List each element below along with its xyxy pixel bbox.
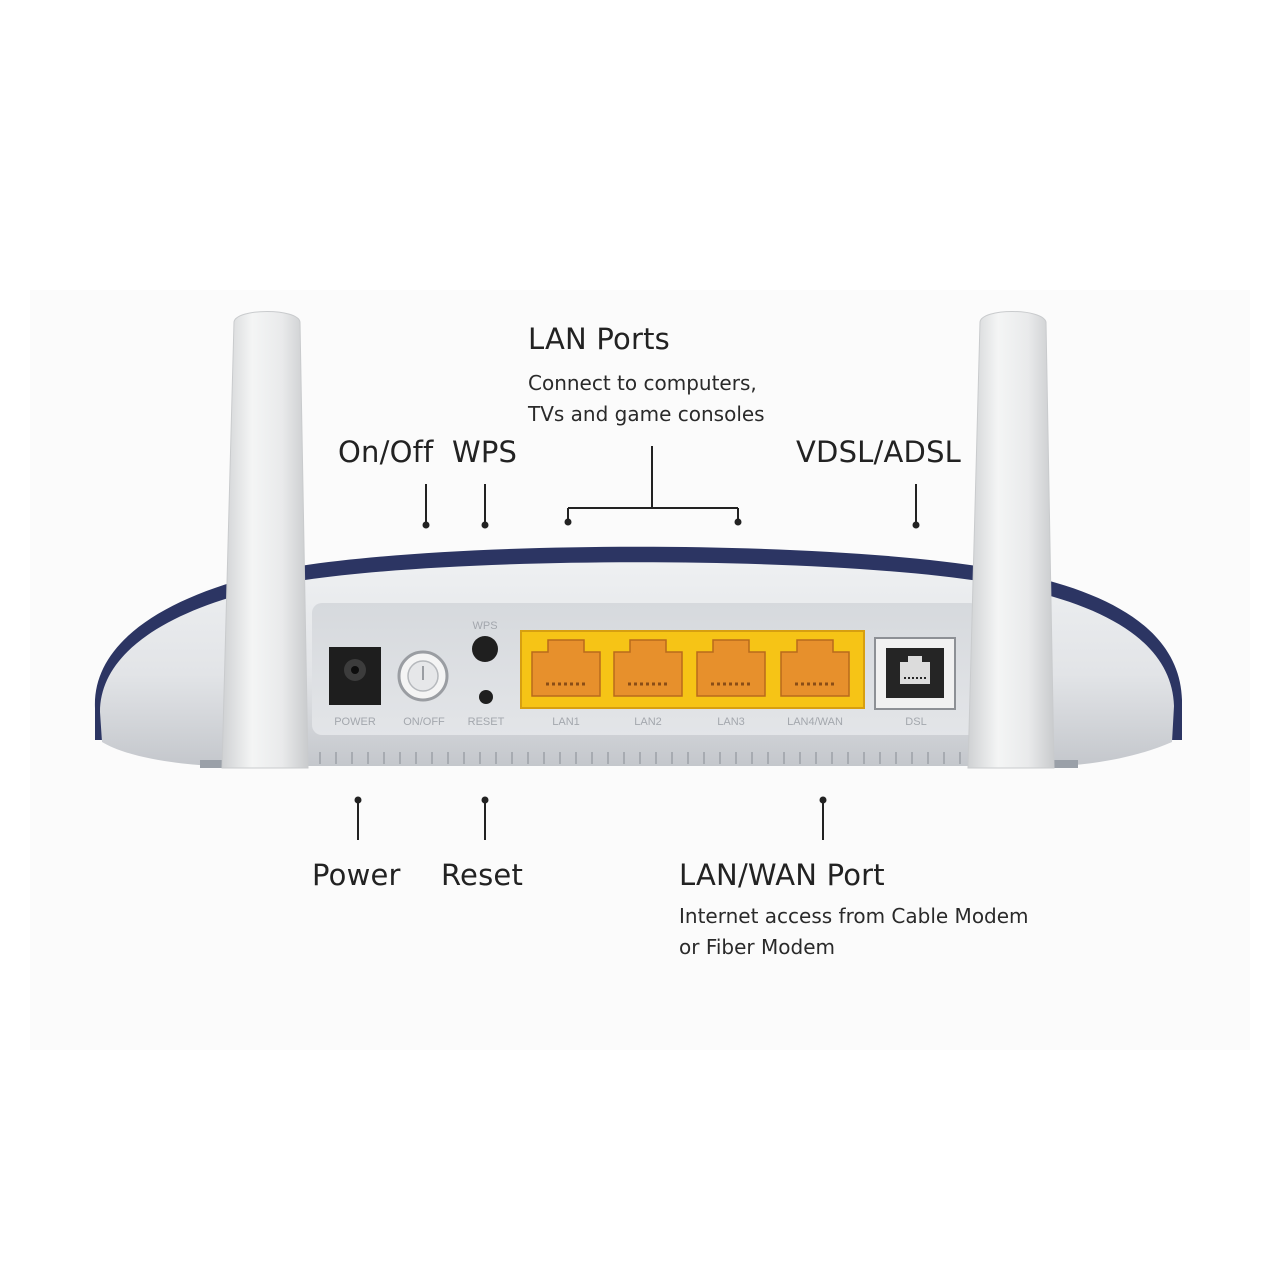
- wps-button: [472, 636, 498, 662]
- vent-ridges: [319, 752, 961, 764]
- wps-label: WPS: [452, 435, 518, 469]
- antenna-right: [967, 311, 1055, 769]
- on-off-button: [397, 650, 449, 702]
- vdsl-adsl-label: VDSL/ADSL: [796, 435, 962, 469]
- lan-wan-port-description: Internet access from Cable Modem or Fibe…: [679, 901, 1029, 963]
- on-off-label: On/Off: [338, 435, 434, 469]
- print-lan3: LAN3: [717, 716, 745, 728]
- lan-port-2: [613, 639, 683, 697]
- reset-hole: [479, 690, 493, 704]
- print-reset: RESET: [468, 716, 505, 728]
- lan-ports-desc-line-1: Connect to computers,: [528, 371, 757, 395]
- power-label: Power: [312, 858, 401, 892]
- lan-wan-port-title: LAN/WAN Port: [679, 858, 885, 892]
- antenna-left: [221, 311, 309, 769]
- print-lan1: LAN1: [552, 716, 580, 728]
- lan-port-3: [696, 639, 766, 697]
- print-lan4-wan: LAN4/WAN: [787, 716, 843, 728]
- lan-port-1: [531, 639, 601, 697]
- print-dsl: DSL: [905, 716, 926, 728]
- lan-ports-title: LAN Ports: [528, 322, 670, 356]
- print-wps: WPS: [472, 620, 497, 632]
- lan-wan-desc-line-2: or Fiber Modem: [679, 935, 835, 959]
- lan-ports-desc-line-2: TVs and game consoles: [528, 402, 765, 426]
- print-on-off: ON/OFF: [403, 716, 445, 728]
- lan-port-block: [520, 630, 865, 709]
- print-lan2: LAN2: [634, 716, 662, 728]
- dsl-port: [874, 637, 956, 710]
- lan-wan-port: [780, 639, 850, 697]
- lan-wan-desc-line-1: Internet access from Cable Modem: [679, 904, 1029, 928]
- callout-lines: [357, 446, 917, 840]
- callout-dots: [354, 518, 920, 804]
- leader-lan-ports: [567, 446, 739, 522]
- print-power: POWER: [334, 716, 376, 728]
- foot-left: [200, 760, 226, 768]
- foot-right: [1052, 760, 1078, 768]
- reset-label: Reset: [441, 858, 524, 892]
- panel-print: POWER ON/OFF WPS RESET LAN1 LAN2 LAN3 LA…: [334, 620, 926, 728]
- lan-ports-description: Connect to computers, TVs and game conso…: [528, 368, 765, 430]
- power-jack: [329, 647, 381, 705]
